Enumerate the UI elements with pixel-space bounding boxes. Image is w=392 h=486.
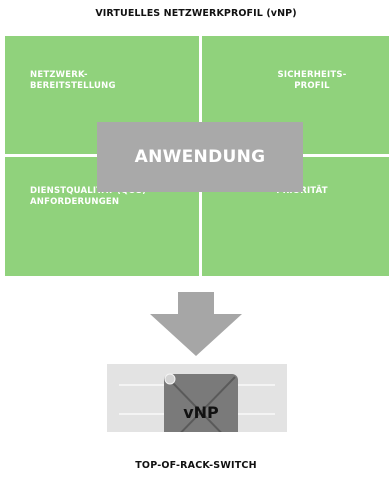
diagram-title: VIRTUELLES NETZWERKPROFIL (vNP) bbox=[95, 8, 297, 19]
application-label: ANWENDUNG bbox=[134, 147, 266, 167]
vnp-cross-line-2 bbox=[180, 376, 236, 432]
quadrant-network-provisioning: NETZWERK- BEREITSTELLUNG bbox=[30, 70, 116, 91]
quadrant-security-profile: SICHERHEITS- PROFIL bbox=[277, 70, 347, 91]
down-arrow-icon bbox=[150, 292, 242, 356]
switch-caption: TOP-OF-RACK-SWITCH bbox=[135, 460, 257, 471]
vnp-box bbox=[164, 374, 238, 432]
switch-graphic bbox=[119, 373, 275, 432]
application-box: ANWENDUNG bbox=[97, 122, 303, 192]
vnp-label: vNP bbox=[183, 402, 219, 422]
status-led-icon bbox=[164, 373, 176, 385]
